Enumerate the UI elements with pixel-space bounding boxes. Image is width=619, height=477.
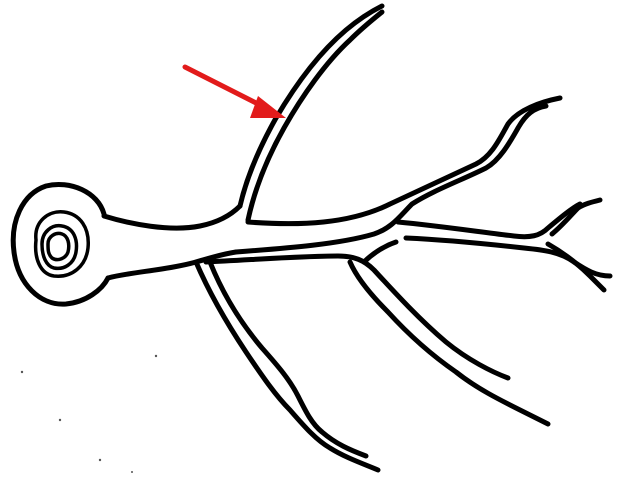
soma: [13, 184, 108, 304]
main-trunk: [104, 206, 240, 278]
upper-right-branch-top-edge: [248, 98, 560, 224]
upper-right-fork-lower: [548, 244, 604, 290]
middle-branch-side-twig: [364, 242, 396, 262]
trunk-upper-edge: [104, 206, 240, 228]
soma-outer-outline: [13, 184, 108, 304]
lower-branch-right-edge: [210, 262, 366, 456]
lower-branch: [196, 262, 378, 470]
paper-specks: [21, 355, 157, 473]
middle-right-branch: [206, 242, 548, 424]
nucleolus: [48, 233, 69, 259]
pointer-arrow: [185, 67, 286, 118]
upper-right-twig-edge-2: [406, 238, 610, 276]
upper-right-branch: [236, 98, 610, 290]
